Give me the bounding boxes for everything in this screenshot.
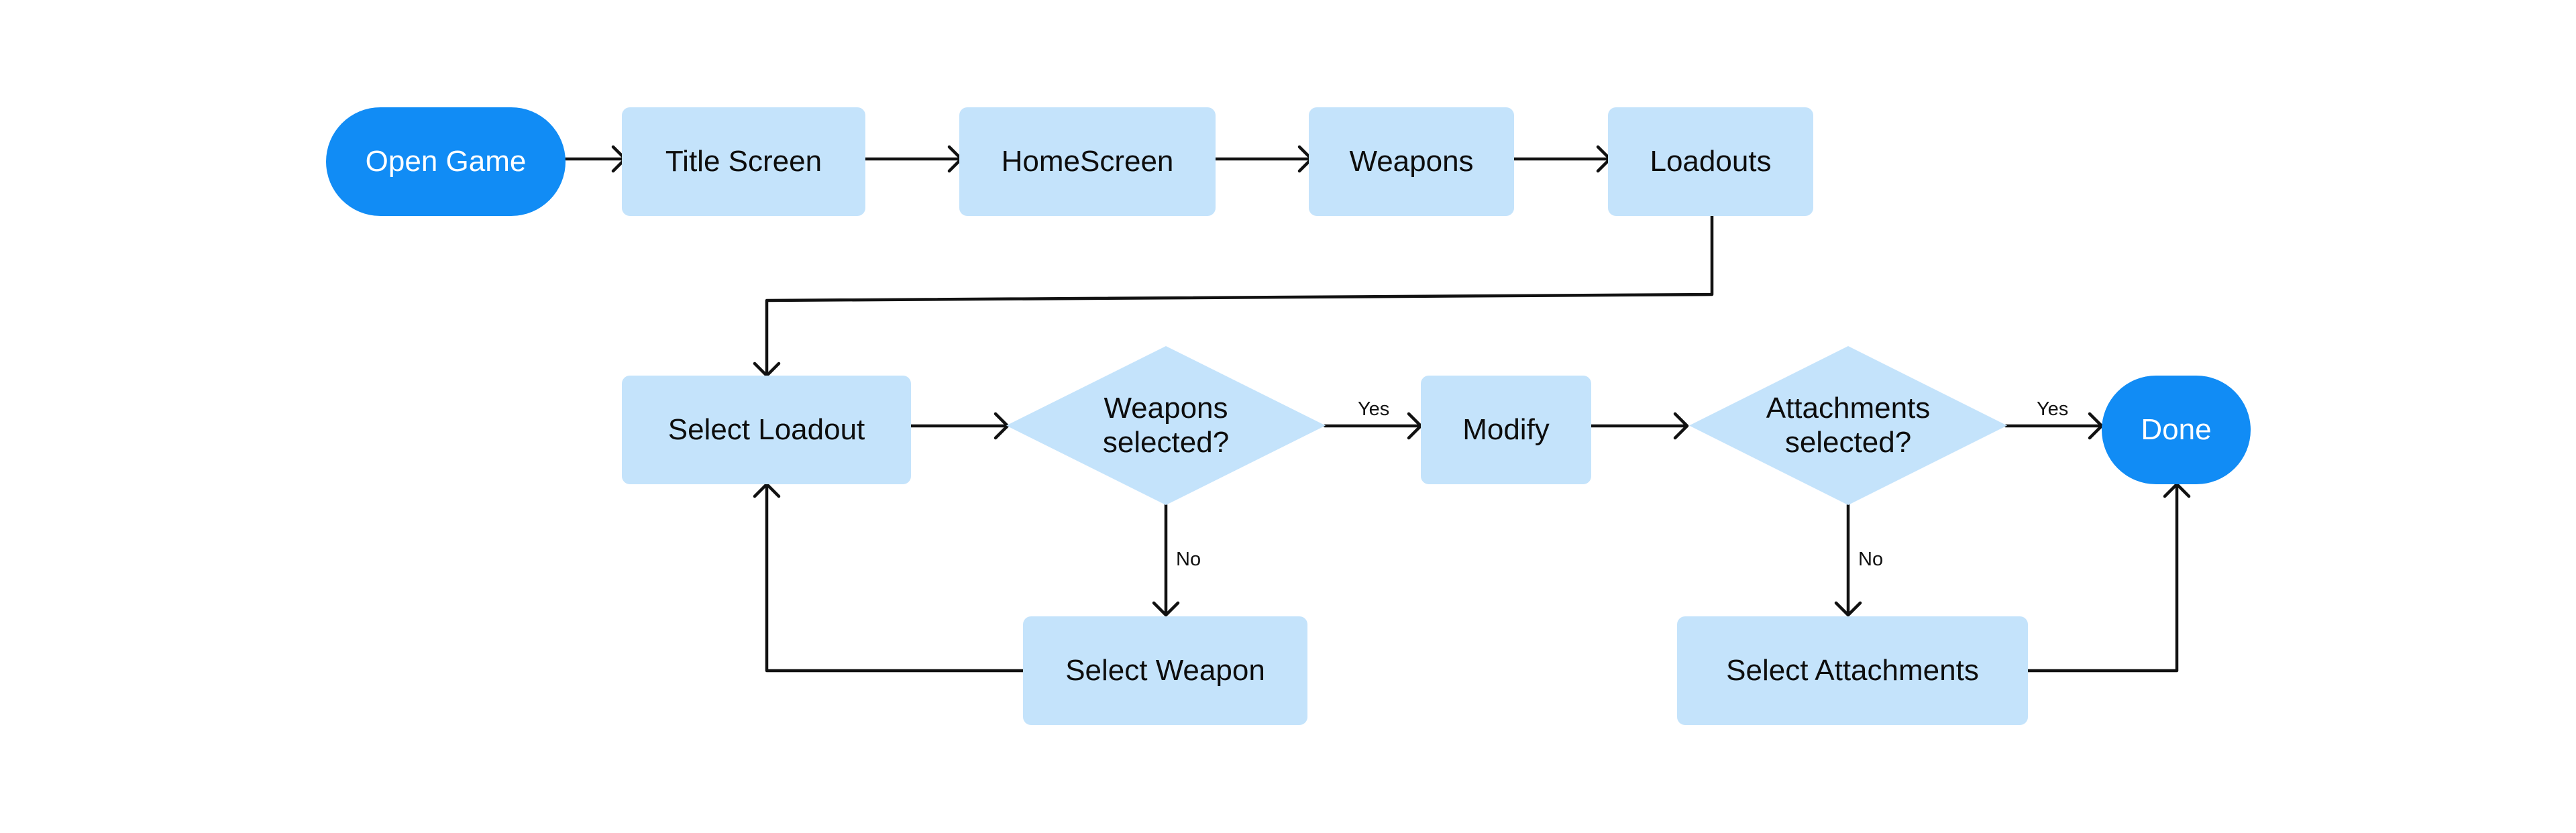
node-select-loadout[interactable]: Select Loadout: [622, 376, 911, 484]
node-title-screen[interactable]: Title Screen: [622, 107, 865, 216]
node-select-weapon[interactable]: Select Weapon: [1023, 616, 1307, 725]
node-homescreen[interactable]: HomeScreen: [959, 107, 1216, 216]
node-homescreen-label: HomeScreen: [1001, 144, 1174, 178]
node-loadouts[interactable]: Loadouts: [1608, 107, 1813, 216]
connector-weapons-selected-to-select-weapon: [1152, 503, 1180, 617]
node-modify-label: Modify: [1462, 412, 1550, 446]
connector-title-screen-to-homescreen: [863, 145, 963, 173]
connector-modify-to-attachments-selected: [1589, 412, 1689, 440]
connector-open-game-to-title-screen: [564, 145, 627, 173]
decision-diamond-shape: [1689, 346, 2007, 505]
connector-weapons-to-loadouts: [1512, 145, 1612, 173]
node-select-loadout-label: Select Loadout: [667, 412, 865, 446]
node-title-screen-label: Title Screen: [665, 144, 822, 178]
node-weapons-selected-label: Weapons selected?: [1102, 391, 1230, 459]
node-attachments-selected[interactable]: Attachments selected?: [1689, 346, 2007, 505]
edge-label-attachments-yes: Yes: [2037, 398, 2069, 420]
node-open-game[interactable]: Open Game: [326, 107, 566, 216]
connector-homescreen-to-weapons: [1214, 145, 1313, 173]
edge-label-weapons-no: No: [1176, 549, 1201, 570]
decision-diamond-shape: [1006, 346, 1326, 505]
node-select-attachments-label: Select Attachments: [1726, 653, 1979, 687]
edge-label-attachments-no: No: [1858, 549, 1884, 570]
node-loadouts-label: Loadouts: [1650, 144, 1772, 178]
node-done[interactable]: Done: [2102, 376, 2251, 484]
connector-attachments-selected-to-select-attachments: [1834, 503, 1862, 617]
node-weapons[interactable]: Weapons: [1309, 107, 1514, 216]
edge-label-weapons-yes: Yes: [1358, 398, 1390, 420]
node-select-weapon-label: Select Weapon: [1065, 653, 1265, 687]
node-done-label: Done: [2141, 412, 2212, 446]
node-open-game-label: Open Game: [365, 144, 527, 178]
connector-select-loadout-to-weapons-selected: [909, 412, 1010, 440]
node-attachments-selected-label: Attachments selected?: [1766, 391, 1931, 459]
connector-select-attachments-to-done: [2026, 482, 2191, 673]
node-modify[interactable]: Modify: [1421, 376, 1591, 484]
node-weapons-selected[interactable]: Weapons selected?: [1006, 346, 1326, 505]
node-weapons-label: Weapons: [1349, 144, 1474, 178]
node-select-attachments[interactable]: Select Attachments: [1677, 616, 2028, 725]
connector-select-weapon-to-select-loadout: [753, 482, 1025, 673]
